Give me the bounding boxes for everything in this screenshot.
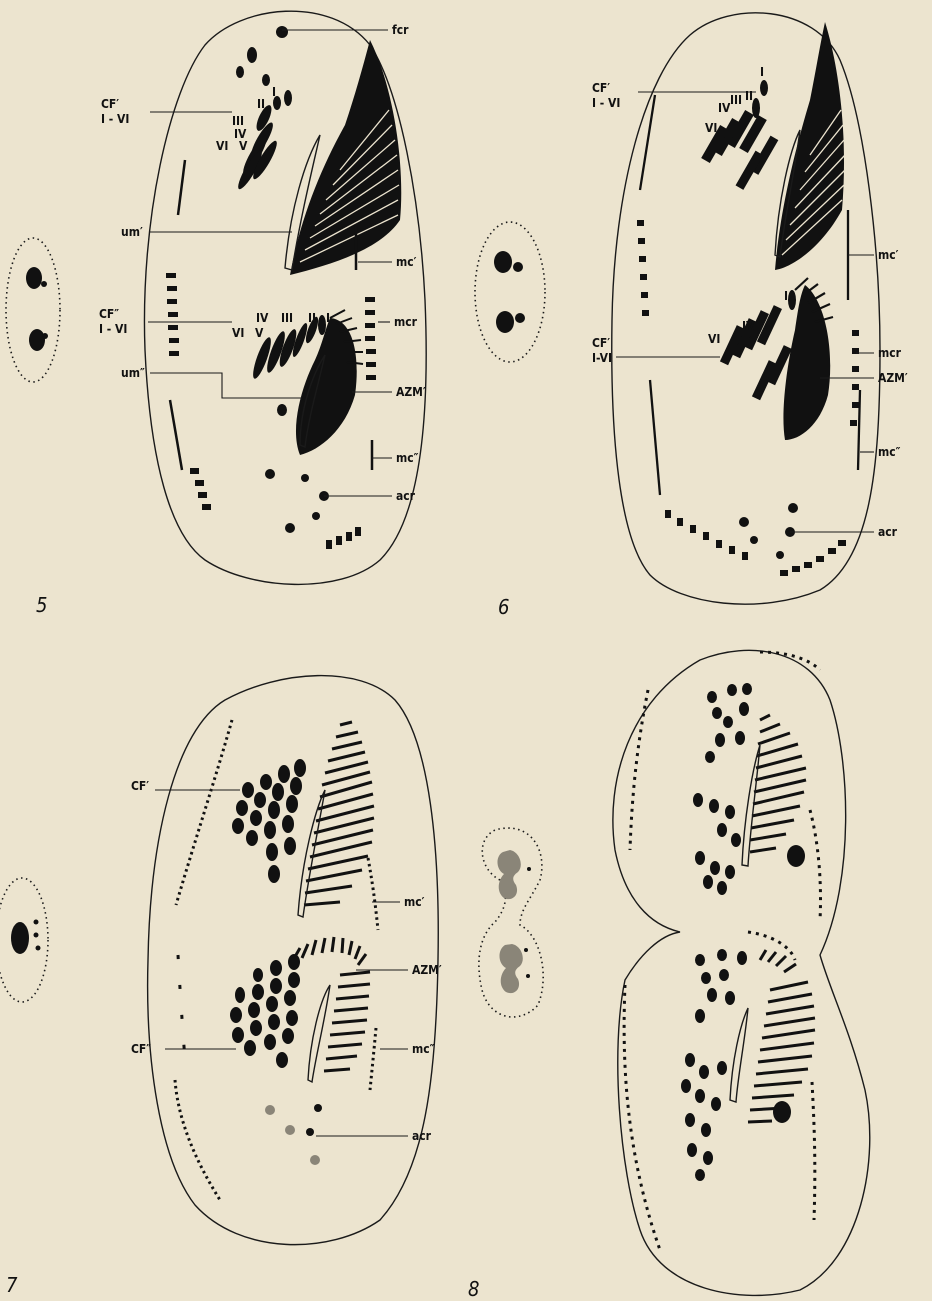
fig8-upper-cirri [693, 683, 805, 895]
figure-number-7: 7 [6, 1273, 18, 1297]
label-azm: AZM′ [878, 371, 908, 385]
fig6-cf-posterior-cirri [720, 290, 796, 400]
fig8-nuclear-apparatus [479, 828, 543, 1017]
label-mc-anterior: mc′ [878, 248, 899, 262]
label-azm: AZM′ [396, 385, 426, 399]
label-acr: acr [878, 525, 898, 539]
figure-6: CF′ I - VI I II III IV VI mc′ CF′ I-VI I… [475, 13, 908, 619]
label-um-posterior: um″ [121, 366, 145, 380]
label-mcr: mcr [394, 315, 418, 329]
label-roman: I [784, 289, 788, 303]
label-um-anterior: um′ [121, 225, 143, 239]
figure-number-6: 6 [498, 595, 509, 619]
fig8-lower-cirri [681, 949, 791, 1181]
label-roman: IV [742, 319, 755, 333]
label-cf-anterior-range: I - VI [592, 96, 620, 110]
label-roman: II [257, 97, 265, 111]
fig7-nuclear-apparatus [0, 878, 48, 1002]
figure-5: fcr CF′ I - VI III II I IV V VI um′ mc′ … [6, 11, 426, 617]
label-cf-anterior-range: I - VI [101, 112, 129, 126]
label-cf-posterior: CF″ [99, 307, 119, 321]
fig7-undulating-membrane-posterior [308, 985, 330, 1082]
label-roman: I [272, 85, 276, 99]
fig7-acr-cirri [265, 1104, 322, 1165]
label-cf-posterior-range: I-VI [592, 351, 612, 365]
fig8-upper-azm [750, 715, 806, 852]
label-cf-posterior: CF″ [131, 1042, 151, 1056]
fig8-lower-azm [748, 950, 815, 1122]
label-mc-posterior: mc″ [878, 445, 901, 459]
fig6-nuclear-apparatus [475, 222, 545, 362]
fig6-azm-anterior [775, 22, 844, 270]
label-roman: IV [256, 311, 269, 325]
label-roman: III [232, 114, 244, 128]
fig7-labels: CF′ mc′ AZM′ CF″ mc″ acr [131, 779, 442, 1143]
label-roman: III [281, 311, 293, 325]
label-roman: III [730, 93, 742, 107]
label-mc-posterior: mc″ [396, 451, 419, 465]
label-roman: IV [718, 101, 731, 115]
fig8-upper-um [742, 745, 760, 866]
label-mc-anterior: mc′ [396, 255, 417, 269]
fig8-lower-um [730, 1008, 748, 1102]
label-cf-anterior: CF′ [592, 81, 610, 95]
label-roman: V [239, 139, 248, 153]
label-acr: acr [412, 1129, 432, 1143]
label-cf-anterior: CF′ [101, 97, 119, 111]
label-roman: II [308, 311, 316, 325]
label-roman: II [745, 89, 753, 103]
figure-number-5: 5 [36, 593, 47, 617]
fig6-acr-cirri [739, 503, 798, 559]
label-roman: VI [708, 332, 720, 346]
label-mc-posterior: mc″ [412, 1042, 435, 1056]
fig5-nuclear-apparatus [6, 238, 60, 382]
label-cf-posterior-range: I - VI [99, 322, 127, 336]
label-roman: I [326, 311, 330, 325]
fig8-cell-outline [613, 650, 870, 1295]
fig7-cf-posterior-cirri [230, 954, 300, 1068]
label-mcr: mcr [878, 346, 902, 360]
label-acr: acr [396, 489, 416, 503]
fig7-azm-posterior [292, 937, 370, 1071]
label-roman: I [760, 65, 764, 79]
fig7-cf-anterior-cirri [232, 759, 306, 883]
label-mc-anterior: mc′ [404, 895, 425, 909]
fig5-azm-posterior [296, 318, 357, 455]
label-roman: V [255, 326, 264, 340]
label-azm: AZM′ [412, 963, 442, 977]
label-roman: VI [232, 326, 244, 340]
fig7-azm-anterior [304, 722, 374, 905]
label-roman: VI [705, 121, 717, 135]
figure-7: CF′ mc′ AZM′ CF″ mc″ acr 7 [0, 676, 442, 1297]
label-cf-posterior: CF′ [592, 336, 610, 350]
label-fcr: fcr [392, 23, 409, 37]
label-cf-anterior: CF′ [131, 779, 149, 793]
figure-8: 8 [468, 650, 870, 1301]
figure-number-8: 8 [468, 1277, 479, 1301]
label-roman: VI [216, 139, 228, 153]
